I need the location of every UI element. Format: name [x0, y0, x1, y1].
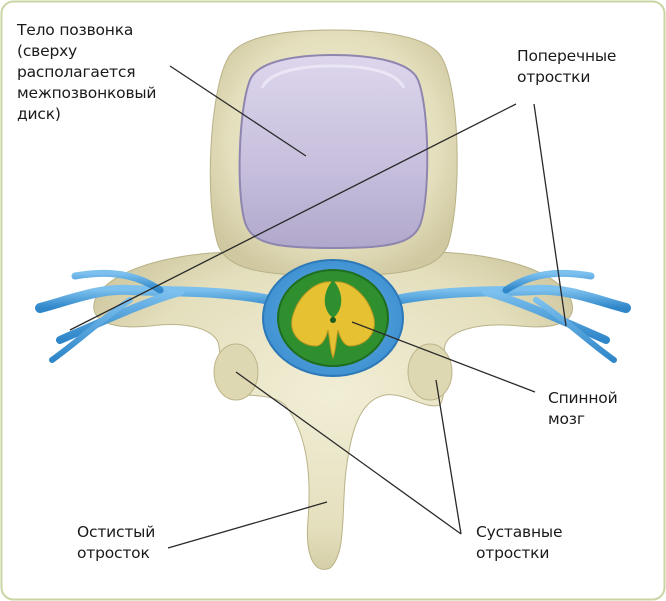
label-spinal-cord: Спинной мозг — [548, 388, 617, 430]
label-spinous-process: Остистый отросток — [77, 522, 155, 564]
spinal-cord — [263, 260, 403, 376]
intervertebral-disc — [240, 55, 428, 248]
label-vertebral-body: Тело позвонка (сверху располагается межп… — [17, 20, 156, 125]
label-articular-processes: Суставные отростки — [476, 522, 562, 564]
label-transverse-processes: Поперечные отростки — [517, 46, 616, 88]
